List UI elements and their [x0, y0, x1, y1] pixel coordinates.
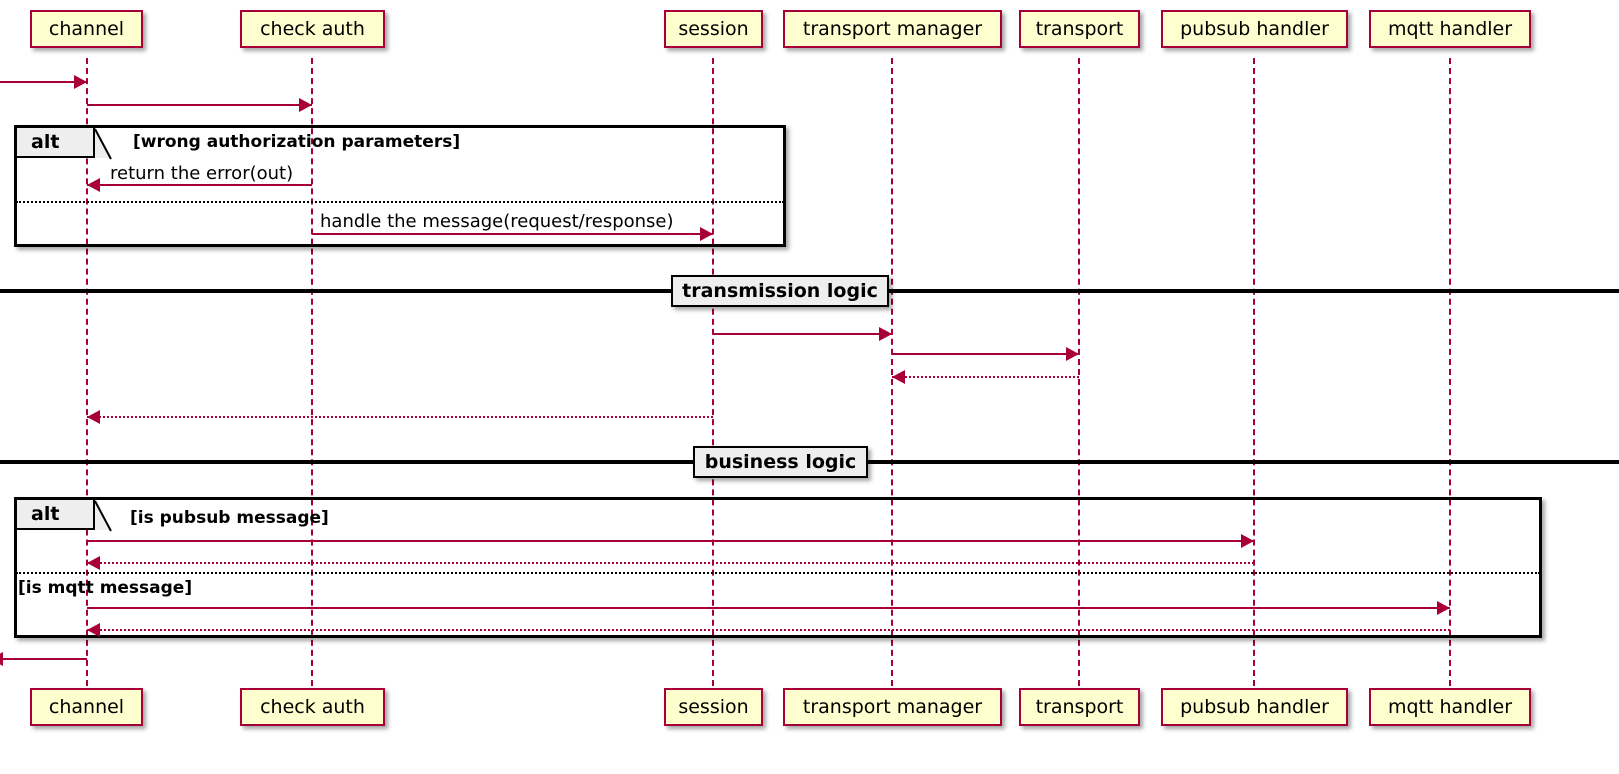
- message-line-m5: [713, 333, 892, 335]
- arrowhead-m8: [87, 410, 100, 424]
- group-condition-alt-auth-0: [wrong authorization parameters]: [133, 132, 461, 152]
- lifeline-transport: [1078, 58, 1080, 686]
- message-line-m8: [87, 416, 713, 418]
- participant-bottom-mqtt-handler[interactable]: mqtt handler: [1369, 688, 1531, 726]
- message-line-m1: [0, 81, 87, 83]
- participant-bottom-channel[interactable]: channel: [30, 688, 143, 726]
- arrowhead-m4: [700, 227, 713, 241]
- message-line-m2: [87, 104, 312, 106]
- arrowhead-m6: [1066, 347, 1079, 361]
- message-label-m3: return the error(out): [110, 163, 294, 184]
- divider-business-logic: business logic: [693, 446, 868, 478]
- arrowhead-m5: [879, 327, 892, 341]
- participant-bottom-transport-manager[interactable]: transport manager: [783, 688, 1002, 726]
- message-line-m3: [87, 184, 312, 186]
- lifeline-session: [712, 58, 714, 686]
- participant-bottom-pubsub-handler[interactable]: pubsub handler: [1161, 688, 1348, 726]
- participant-top-session[interactable]: session: [664, 10, 763, 48]
- group-frame-alt-handler: [14, 497, 1542, 638]
- group-frame-alt-auth: [14, 125, 786, 247]
- group-tab-notch-alt-auth: [95, 128, 111, 158]
- participant-bottom-check-auth[interactable]: check auth: [240, 688, 385, 726]
- message-line-m10: [87, 562, 1254, 564]
- lifeline-pubsub-handler: [1253, 58, 1255, 686]
- group-condition-alt-handler-1: [is mqtt message]: [18, 578, 193, 598]
- participant-top-channel[interactable]: channel: [30, 10, 143, 48]
- group-keyword-alt-handler: alt: [17, 500, 95, 530]
- message-label-m4: handle the message(request/response): [320, 211, 674, 232]
- arrowhead-m1: [74, 75, 87, 89]
- participant-top-transport[interactable]: transport: [1019, 10, 1140, 48]
- participant-bottom-transport[interactable]: transport: [1019, 688, 1140, 726]
- arrowhead-m10: [87, 556, 100, 570]
- participant-bottom-session[interactable]: session: [664, 688, 763, 726]
- message-line-m11: [87, 607, 1450, 609]
- participant-top-transport-manager[interactable]: transport manager: [783, 10, 1002, 48]
- lifeline-channel: [86, 58, 88, 686]
- arrowhead-m9: [1241, 534, 1254, 548]
- participant-top-pubsub-handler[interactable]: pubsub handler: [1161, 10, 1348, 48]
- message-line-m6: [892, 353, 1079, 355]
- group-keyword-alt-auth: alt: [17, 128, 95, 158]
- participant-top-mqtt-handler[interactable]: mqtt handler: [1369, 10, 1531, 48]
- arrowhead-m13: [0, 652, 3, 666]
- group-separator-alt-handler-0: [16, 572, 1540, 574]
- lifeline-check-auth: [311, 58, 313, 686]
- group-condition-alt-handler-0: [is pubsub message]: [130, 508, 329, 528]
- divider-transmission-logic: transmission logic: [671, 275, 889, 307]
- group-separator-alt-auth-0: [16, 201, 784, 203]
- arrowhead-m3: [87, 178, 100, 192]
- message-line-m12: [87, 629, 1450, 631]
- message-line-m7: [892, 376, 1079, 378]
- participant-top-check-auth[interactable]: check auth: [240, 10, 385, 48]
- group-tab-notch-alt-handler: [95, 500, 111, 530]
- arrowhead-m7: [892, 370, 905, 384]
- message-line-m13: [0, 658, 87, 660]
- arrowhead-m12: [87, 623, 100, 637]
- arrowhead-m2: [299, 98, 312, 112]
- lifeline-mqtt-handler: [1449, 58, 1451, 686]
- message-line-m4: [312, 233, 713, 235]
- arrowhead-m11: [1437, 601, 1450, 615]
- message-line-m9: [87, 540, 1254, 542]
